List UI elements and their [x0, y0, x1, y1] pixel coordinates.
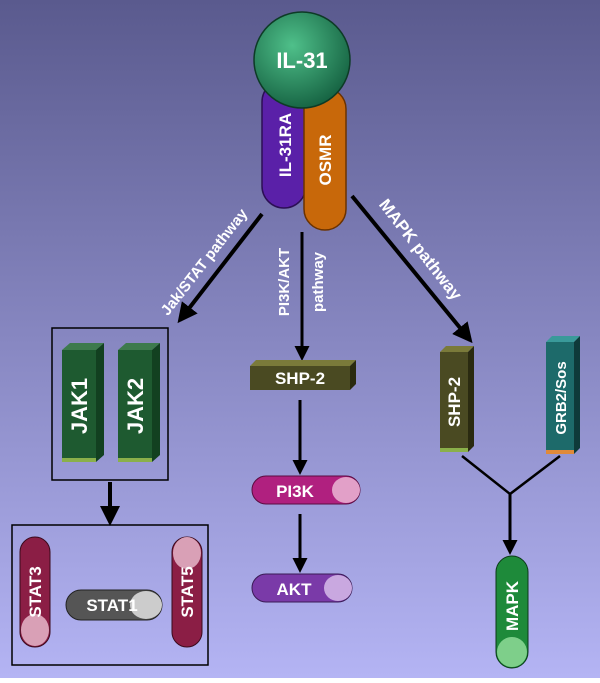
akt-label: AKT [277, 580, 313, 599]
stat3-pill: STAT3 [19, 536, 51, 648]
shp2-block-mapk: SHP-2 [440, 346, 474, 452]
mapk-pill: MAPK [495, 555, 529, 669]
pi3k-label: PI3K [276, 482, 315, 501]
shp2-block-pi3k: SHP-2 [250, 360, 356, 390]
stat3-label: STAT3 [26, 566, 45, 617]
jak-stat-arrow [177, 212, 264, 324]
osmr-label: OSMR [316, 135, 335, 186]
shp2-mapk-label: SHP-2 [445, 377, 464, 427]
jak2-label: JAK2 [123, 378, 148, 434]
il31-label: IL-31 [276, 48, 327, 73]
jak1-label: JAK1 [67, 378, 92, 434]
mapk-label: MAPK [503, 580, 522, 631]
akt-pill: AKT [251, 573, 353, 603]
jak-box [51, 327, 169, 481]
stat5-pill: STAT5 [171, 536, 203, 648]
grb2-sos-label: GRB2/Sos [553, 361, 570, 434]
jak1-block: JAK1 [62, 343, 104, 462]
pi3k-pathway-label-1: PI3K/AKT [276, 248, 293, 316]
il31-ligand: IL-31 [253, 11, 351, 109]
stat1-label: STAT1 [86, 596, 137, 615]
mapk-arrow [350, 194, 473, 344]
pi3k-pathway-label-2: pathway [310, 251, 327, 312]
il31ra-label: IL-31RA [276, 113, 295, 177]
jak2-block: JAK2 [118, 343, 160, 462]
stat1-pill: STAT1 [65, 589, 163, 621]
stat5-label: STAT5 [178, 566, 197, 617]
shp2-pi3k-label: SHP-2 [275, 369, 325, 388]
stat-box [11, 524, 209, 666]
osmr-receptor: OSMR [303, 87, 347, 231]
pi3k-pill: PI3K [251, 475, 361, 505]
grb2-sos-block: GRB2/Sos [546, 336, 580, 454]
